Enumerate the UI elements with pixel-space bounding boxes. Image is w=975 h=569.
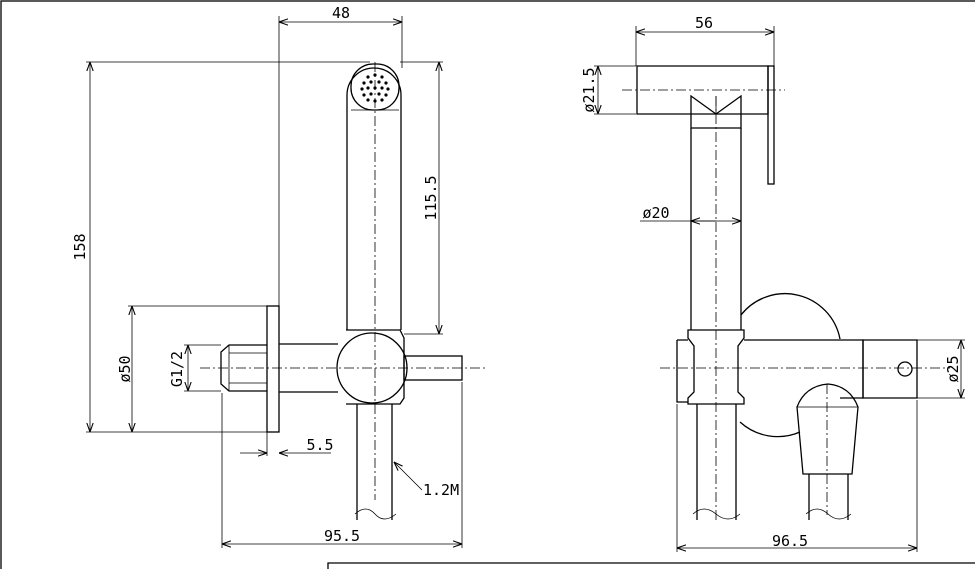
- outlet-port: [897, 361, 913, 377]
- label-95: 95.5: [324, 527, 360, 545]
- valve-knob: [336, 332, 408, 404]
- trigger-lever: [767, 65, 775, 185]
- stem-collar: [687, 329, 745, 405]
- hose-break: [354, 508, 397, 520]
- label-hose: 1.2M: [423, 481, 459, 499]
- head-joint: [690, 94, 742, 129]
- label-diameter-50: ø50: [116, 355, 134, 382]
- label-115: 115.5: [422, 175, 440, 220]
- label-5: 5.5: [306, 436, 333, 454]
- valve-stem: [403, 355, 463, 381]
- valve-body: [676, 339, 864, 403]
- wall-rosette-lower: [739, 421, 801, 438]
- side-view: 48 158 115.5 ø50 G1/2 5.5 1.2M 95.5: [71, 4, 485, 548]
- wall-flange: [266, 305, 280, 433]
- label-diameter-25: ø25: [944, 355, 962, 382]
- hand-shower-body: [346, 67, 402, 330]
- valve-body-right: [862, 339, 918, 399]
- label-diameter-21: ø21.5: [580, 67, 598, 112]
- label-158: 158: [71, 233, 89, 260]
- label-48: 48: [332, 4, 350, 22]
- spray-nozzle-holes: [360, 73, 390, 103]
- wall-rosette: [740, 293, 841, 340]
- label-thread: G1/2: [168, 351, 186, 387]
- label-diameter-20: ø20: [642, 204, 669, 222]
- title-block-edge: [327, 562, 975, 569]
- label-56: 56: [695, 14, 713, 32]
- hose-leader: [394, 462, 423, 491]
- label-96: 96.5: [772, 532, 808, 550]
- thread-connector: [220, 344, 267, 392]
- front-view: 56 ø21.5 ø20 ø25 96.5: [580, 14, 965, 552]
